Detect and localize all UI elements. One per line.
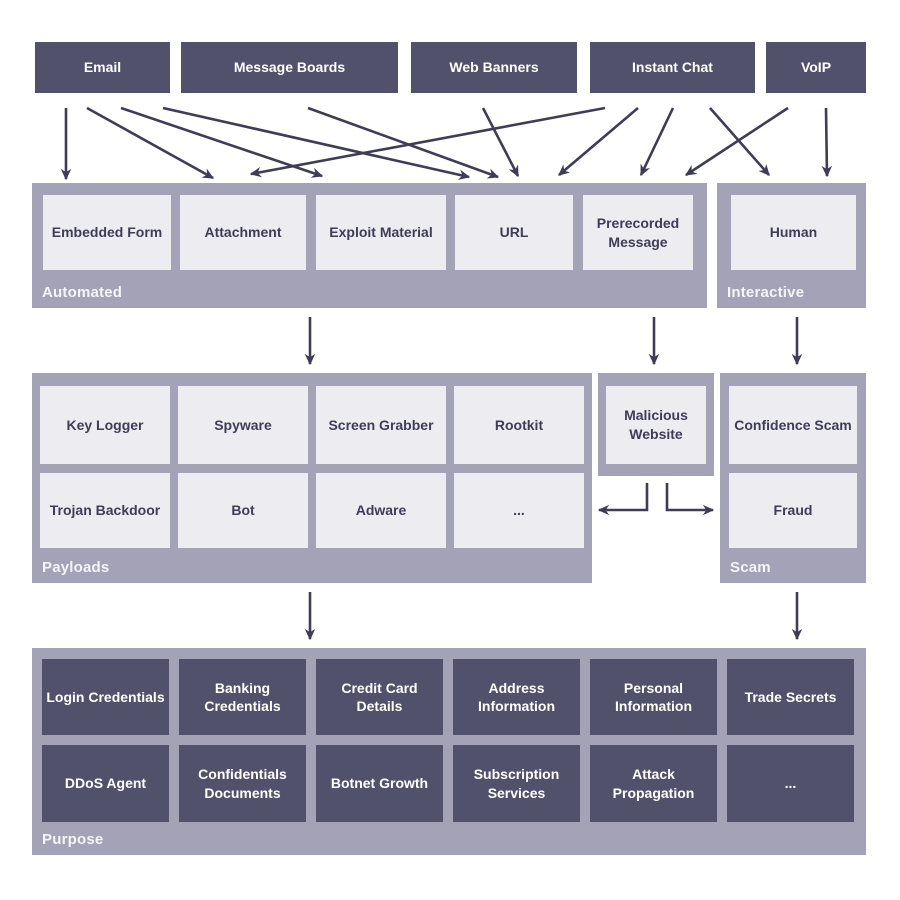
arrow-email-to-url [162,106,471,180]
arrow-voip-to-prerecorded-message [685,106,789,177]
purpose-box-confidentials-documents: Confidentials Documents [179,745,306,822]
media-box-voip: VoIP [766,42,866,93]
payload-box-key-logger: Key Logger [40,386,170,464]
payload-box-ellipsis: ... [454,473,584,548]
purpose-box-attack-propagation: Attack Propagation [590,745,717,822]
media-box-message-boards: Message Boards [181,42,398,93]
media-box-web-banners: Web Banners [411,42,577,93]
payload-box-screen-grabber: Screen Grabber [316,386,446,464]
vector-box-exploit-material: Exploit Material [316,195,446,270]
group-interactive: Human Interactive [717,183,866,308]
arrow-voip-to-human [821,107,833,178]
group-scam: Confidence Scam Fraud Scam [720,373,866,583]
payload-box-rootkit: Rootkit [454,386,584,464]
arrow-instant-chat-to-human [709,107,770,176]
purpose-box-address-information: Address Information [453,659,580,735]
arrow-web-banners-to-url [481,107,520,178]
vector-box-human: Human [731,195,856,270]
group-label-scam: Scam [730,559,771,576]
malicious-website-box: Malicious Website [606,386,706,464]
group-automated: Embedded Form Attachment Exploit Materia… [32,183,707,308]
payload-box-bot: Bot [178,473,308,548]
arrow-malicious-website-to-scam [665,483,715,516]
purpose-box-subscription-services: Subscription Services [453,745,580,822]
group-label-payloads: Payloads [42,559,110,576]
vector-box-attachment: Attachment [180,195,306,270]
scam-box-fraud: Fraud [729,473,857,548]
vector-box-url: URL [455,195,573,270]
purpose-box-trade-secrets: Trade Secrets [727,659,854,735]
scam-box-confidence-scam: Confidence Scam [729,386,857,464]
arrow-email-to-attachment [86,106,215,180]
purpose-box-banking-credentials: Banking Credentials [179,659,306,735]
payload-box-spyware: Spyware [178,386,308,464]
arrow-instant-chat-to-url [558,107,639,176]
arrow-instant-chat-to-prerecorded-message [639,107,675,177]
purpose-box-login-credentials: Login Credentials [42,659,169,735]
arrow-instant-chat-to-attachment [249,106,606,178]
arrow-email-to-exploit-material [120,106,324,178]
purpose-box-ellipsis: ... [727,745,854,822]
purpose-box-botnet-growth: Botnet Growth [316,745,443,822]
arrow-message-boards-to-url [307,106,500,179]
group-purpose: Login Credentials Banking Credentials Cr… [32,648,866,855]
vector-box-prerecorded-message: Prerecorded Message [583,195,693,270]
group-label-interactive: Interactive [727,284,805,301]
purpose-box-credit-card-details: Credit Card Details [316,659,443,735]
group-label-purpose: Purpose [42,831,104,848]
purpose-box-personal-information: Personal Information [590,659,717,735]
vector-box-embedded-form: Embedded Form [43,195,171,270]
group-payloads: Key Logger Spyware Screen Grabber Rootki… [32,373,592,583]
arrow-malicious-website-to-payloads [597,483,649,516]
payload-box-trojan-backdoor: Trojan Backdoor [40,473,170,548]
group-malicious-website: Malicious Website [598,373,714,476]
purpose-box-ddos-agent: DDoS Agent [42,745,169,822]
payload-box-adware: Adware [316,473,446,548]
media-box-instant-chat: Instant Chat [590,42,755,93]
media-box-email: Email [35,42,170,93]
group-label-automated: Automated [42,284,123,301]
